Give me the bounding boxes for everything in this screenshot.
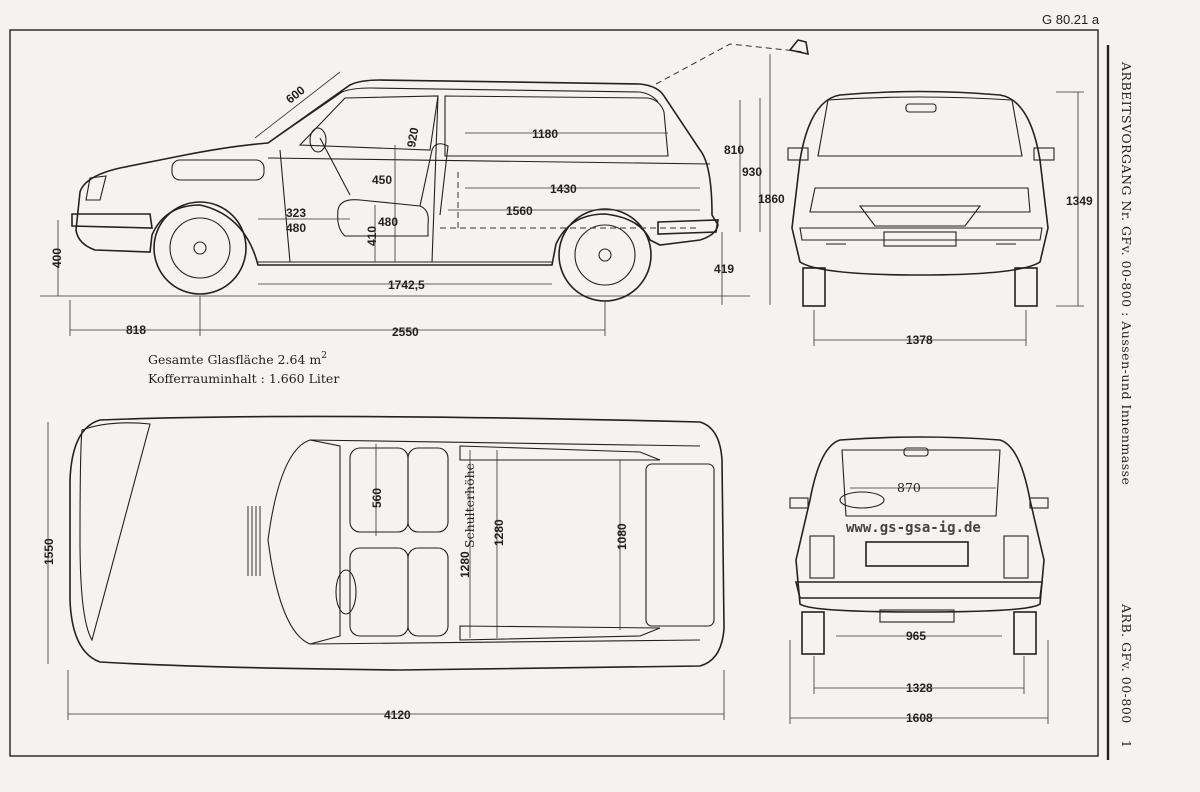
dim-windshield: 600 bbox=[283, 83, 308, 107]
dim-wheel-span: 1742,5 bbox=[388, 278, 425, 292]
dim-seat-323: 323 bbox=[286, 206, 306, 220]
page-ref: G 80.21 a bbox=[1042, 12, 1100, 27]
dim-rear-sill: 965 bbox=[906, 629, 926, 643]
dim-seat-angle: 450 bbox=[372, 173, 392, 187]
dim-cargo-1080: 1080 bbox=[615, 523, 629, 550]
dim-open-height: 1860 bbox=[758, 192, 785, 206]
dim-rear-length-mid: 1430 bbox=[550, 182, 577, 196]
dim-rear-length-low: 1560 bbox=[506, 204, 533, 218]
dim-seat-height: 920 bbox=[404, 126, 421, 148]
dim-shoulder-label: Schulterhöhe bbox=[462, 463, 477, 548]
side-footer: ARB. GFv. 00-800 bbox=[1119, 603, 1134, 724]
dim-seat-480: 480 bbox=[286, 221, 306, 235]
dim-top-seat-560: 560 bbox=[370, 488, 384, 508]
dim-seat-410: 410 bbox=[365, 226, 379, 246]
dim-rear-track: 1328 bbox=[906, 681, 933, 695]
side-header: ARBEITSVORGANG Nr. GFv. 00-800 : Aussen-… bbox=[1119, 61, 1134, 485]
top-view bbox=[47, 415, 725, 720]
glass-area-note: Gesamte Glasfläche 2.64 m2 bbox=[148, 351, 327, 367]
trunk-volume-note: Kofferrauminhalt : 1.660 Liter bbox=[148, 371, 339, 386]
side-view bbox=[40, 39, 809, 336]
dim-top-width: 1550 bbox=[42, 538, 56, 565]
watermark: www.gs-gsa-ig.de bbox=[846, 520, 981, 536]
dim-seat-480b: 480 bbox=[378, 215, 398, 229]
dim-top-length: 4120 bbox=[384, 708, 411, 722]
dim-rear-opening: 870 bbox=[897, 480, 921, 495]
front-view bbox=[787, 90, 1084, 346]
dim-wheelbase: 2550 bbox=[392, 325, 419, 339]
page-number: 1 bbox=[1119, 740, 1134, 748]
dim-front-track: 1378 bbox=[906, 333, 933, 347]
rear-view bbox=[789, 436, 1049, 724]
dim-cargo-930: 930 bbox=[742, 165, 762, 179]
dim-cargo-810: 810 bbox=[724, 143, 744, 157]
page-frame bbox=[9, 29, 1099, 757]
dim-front-height: 1349 bbox=[1066, 194, 1093, 208]
dim-shoulder-1280: 1280 bbox=[458, 551, 472, 578]
dim-rear-length-top: 1180 bbox=[532, 127, 558, 141]
dim-inner-1280: 1280 bbox=[492, 519, 506, 546]
dim-ground-400: 400 bbox=[50, 248, 64, 268]
dim-overhang-front: 818 bbox=[126, 323, 146, 337]
dim-bumper-419: 419 bbox=[714, 262, 734, 276]
dim-rear-width: 1608 bbox=[906, 711, 933, 725]
